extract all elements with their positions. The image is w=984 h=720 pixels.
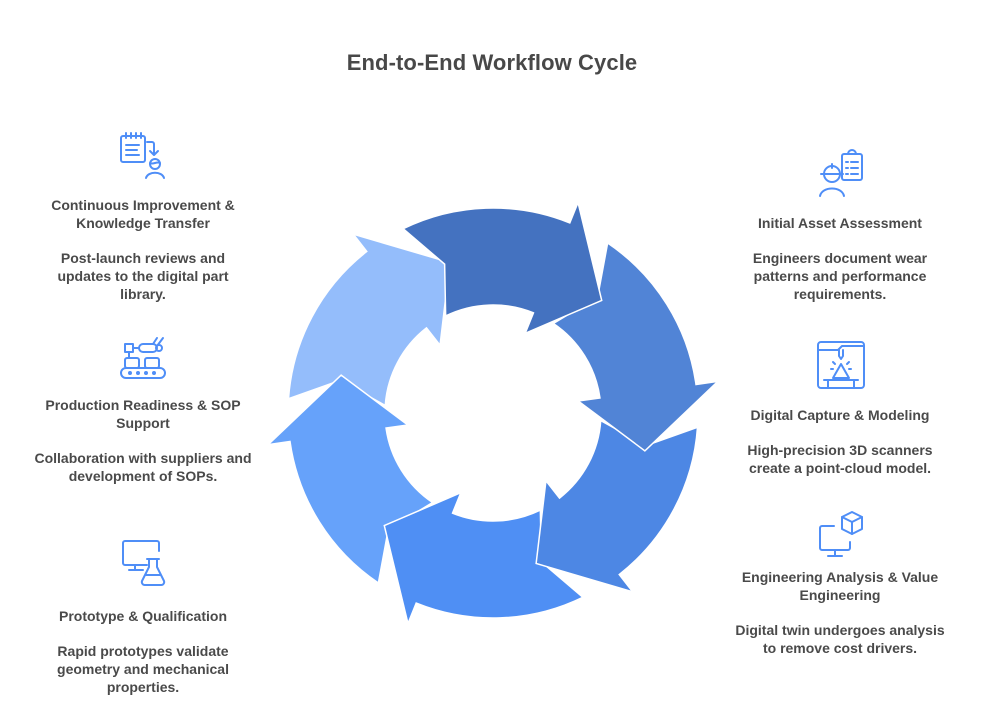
- 3d-printer-scanner-icon: [812, 338, 868, 390]
- cycle-arrow-continuous-improvement: [287, 232, 451, 407]
- monitor-flask-icon: [115, 537, 171, 589]
- step-engineering-analysis: Engineering Analysis & Value Engineering…: [730, 508, 950, 657]
- cycle-arrow-digital-capture-modeling: [552, 241, 721, 452]
- step-continuous-improvement: Continuous Improvement & Knowledge Trans…: [33, 130, 253, 303]
- step-description: Collaboration with suppliers and develop…: [34, 450, 252, 484]
- step-production-readiness: Production Readiness & SOP Support Colla…: [33, 334, 253, 485]
- monitor-cube-icon: [812, 508, 868, 560]
- step-label: Production Readiness & SOP Support: [45, 397, 241, 431]
- robot-arm-conveyor-icon: [115, 334, 171, 386]
- step-description: Rapid prototypes validate geometry and m…: [57, 643, 229, 695]
- step-initial-asset-assessment: Initial Asset Assessment Engineers docum…: [730, 148, 950, 303]
- step-description: Engineers document wear patterns and per…: [752, 250, 928, 302]
- step-description: Post-launch reviews and updates to the d…: [57, 250, 229, 302]
- step-prototype-qualification: Prototype & Qualification Rapid prototyp…: [33, 537, 253, 696]
- cycle-arrow-prototype-qualification: [383, 491, 585, 626]
- step-label: Initial Asset Assessment: [758, 215, 922, 231]
- step-digital-capture-modeling: Digital Capture & Modeling High-precisio…: [730, 338, 950, 477]
- engineer-clipboard-icon: [812, 148, 868, 200]
- step-label: Digital Capture & Modeling: [750, 407, 930, 423]
- cycle-arrow-initial-asset-assessment: [401, 200, 603, 335]
- step-description: Digital twin undergoes analysis to remov…: [735, 622, 945, 656]
- step-description: High-precision 3D scanners create a poin…: [747, 442, 933, 476]
- cycle-arrow-production-readiness: [265, 374, 434, 585]
- checklist-person-icon: [115, 130, 171, 182]
- step-label: Continuous Improvement & Knowledge Trans…: [51, 197, 235, 231]
- step-label: Prototype & Qualification: [58, 608, 227, 624]
- step-label: Engineering Analysis & Value Engineering: [741, 569, 939, 603]
- cycle-arrow-engineering-analysis: [535, 419, 699, 594]
- diagram-title: End-to-End Workflow Cycle: [346, 50, 638, 75]
